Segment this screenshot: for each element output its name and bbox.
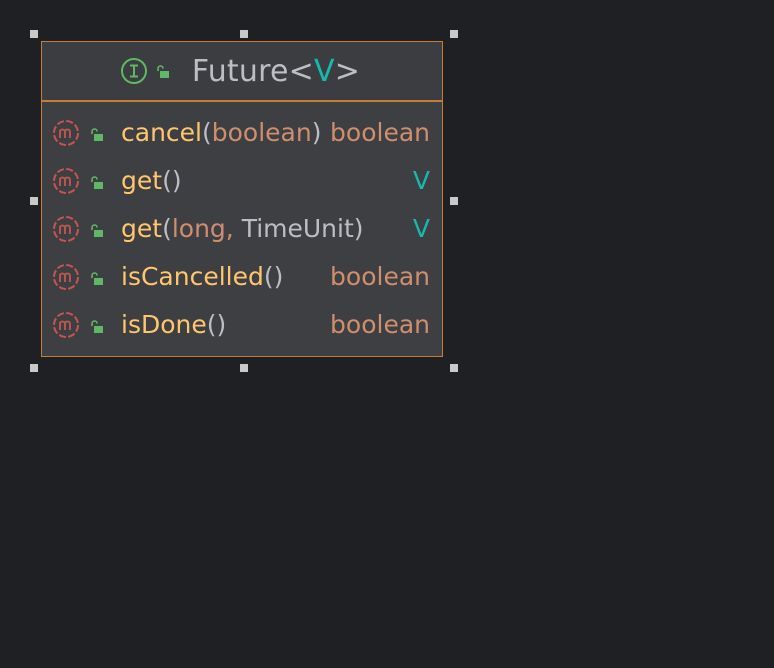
- public-lock-icon: [90, 271, 104, 285]
- method-icon: [52, 263, 80, 291]
- method-name: isCancelled: [121, 262, 264, 291]
- paren-close: ): [171, 166, 182, 195]
- public-lock-icon: [156, 64, 170, 78]
- selection-handle-bottom-left[interactable]: [30, 364, 38, 372]
- paren-open: (: [201, 118, 212, 147]
- type-param-close: >: [334, 53, 361, 89]
- method-row[interactable]: get(long, TimeUnit) V: [42, 206, 442, 254]
- return-type: boolean: [330, 262, 430, 291]
- interface-icon: [120, 57, 148, 85]
- selection-handle-top-right[interactable]: [450, 30, 458, 38]
- public-lock-icon: [90, 127, 104, 141]
- method-row[interactable]: isCancelled() boolean: [42, 254, 442, 302]
- method-name: get: [121, 166, 163, 195]
- method-name: isDone: [121, 310, 207, 339]
- paren-close: ): [216, 310, 227, 339]
- public-lock-icon: [90, 175, 104, 189]
- selection-handle-top-left[interactable]: [30, 30, 38, 38]
- class-header: Future<V>: [42, 42, 442, 102]
- paren-open: (: [162, 214, 172, 243]
- paren-close: ): [311, 118, 322, 147]
- paren-open: (: [162, 166, 172, 195]
- paren-close: ): [273, 262, 284, 291]
- method-signature: isDone(): [121, 310, 226, 339]
- class-name: Future<V>: [192, 54, 360, 89]
- public-lock-icon: [90, 319, 104, 333]
- method-icon: [52, 119, 80, 147]
- param-type: boolean: [211, 118, 312, 147]
- param-separator: ,: [225, 214, 234, 243]
- method-signature: get(): [121, 166, 182, 195]
- return-type: V: [412, 214, 430, 243]
- class-name-text: Future: [191, 53, 289, 89]
- public-lock-icon: [90, 223, 104, 237]
- paren-close: ): [353, 214, 364, 243]
- selection-handle-middle-left[interactable]: [30, 197, 38, 205]
- method-signature: get(long, TimeUnit): [121, 214, 364, 243]
- selection-handle-top-middle[interactable]: [240, 30, 248, 38]
- paren-open: (: [263, 262, 274, 291]
- method-row[interactable]: isDone() boolean: [42, 302, 442, 350]
- method-icon: [52, 167, 80, 195]
- param-type: TimeUnit: [241, 214, 354, 243]
- selection-handle-bottom-middle[interactable]: [240, 364, 248, 372]
- method-row[interactable]: cancel(boolean)boolean: [42, 110, 442, 158]
- uml-class-node[interactable]: Future<V> cancel(boolean)boolean get()V …: [41, 41, 443, 357]
- method-list: cancel(boolean)boolean get()V get(long, …: [42, 110, 442, 350]
- method-name: get: [121, 214, 163, 243]
- return-type: V: [412, 166, 430, 195]
- type-param-open: <: [288, 53, 314, 89]
- method-signature: cancel(boolean): [121, 118, 321, 147]
- method-row[interactable]: get() V: [42, 158, 442, 206]
- method-signature: isCancelled(): [121, 262, 283, 291]
- paren-open: (: [206, 310, 217, 339]
- method-icon: [52, 311, 80, 339]
- type-param: V: [314, 53, 335, 89]
- method-icon: [52, 215, 80, 243]
- param-type: long: [171, 214, 226, 243]
- return-type: boolean: [330, 310, 430, 339]
- selection-handle-bottom-right[interactable]: [450, 364, 458, 372]
- selection-handle-middle-right[interactable]: [450, 197, 458, 205]
- return-type: boolean: [330, 118, 430, 147]
- method-name: cancel: [121, 118, 202, 147]
